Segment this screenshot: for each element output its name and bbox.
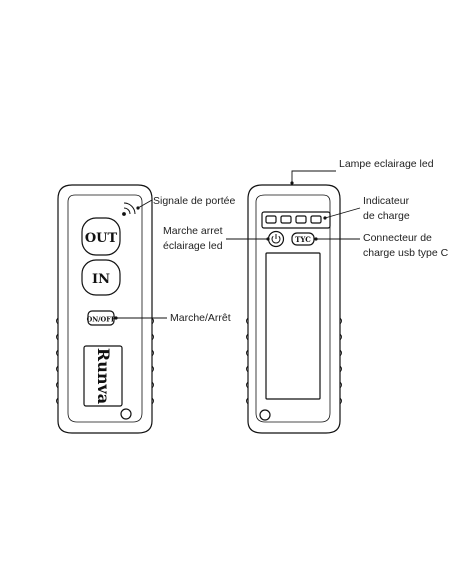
charge-indicator <box>261 211 331 229</box>
in-button[interactable]: IN <box>81 259 121 296</box>
charge-indicator-label-line1: Indicateur <box>363 195 410 207</box>
front-lanyard-hole <box>120 408 132 420</box>
in-button-label: IN <box>92 272 110 287</box>
back-remote-body <box>247 184 341 434</box>
brand-panel: Runva <box>83 345 123 407</box>
back-remote: TYC <box>246 184 342 434</box>
usb-connector-label-line2: charge usb type C <box>363 247 449 259</box>
front-remote-body <box>57 184 153 434</box>
led-switch-label-line2: éclairage led <box>163 240 223 252</box>
led-power-button[interactable] <box>267 230 285 248</box>
usb-c-port: TYC <box>291 232 315 246</box>
back-lanyard-hole <box>259 409 271 421</box>
charge-indicator-label-line2: de charge <box>363 210 410 222</box>
led-lamp-label: Lampe eclairage led <box>339 158 434 170</box>
signal-icon <box>122 202 136 216</box>
led-lamp-panel <box>265 252 321 400</box>
out-button[interactable]: OUT <box>81 217 121 256</box>
brand-logo: Runva <box>94 348 113 404</box>
back-grip-bumps <box>246 317 342 405</box>
power-icon <box>271 234 281 244</box>
out-button-label: OUT <box>85 231 118 246</box>
front-remote: OUT IN ON/OFF Runva <box>56 184 154 434</box>
on-off-button[interactable]: ON/OFF <box>87 310 116 326</box>
signal-range-label: Signale de portée <box>153 195 236 207</box>
marche-arret-label: Marche/Arrêt <box>170 312 231 324</box>
callouts <box>114 170 361 320</box>
led-switch-label-line1: Marche arret <box>163 225 223 237</box>
on-off-button-label: ON/OFF <box>87 316 116 324</box>
back-remote-inner-outline <box>255 194 331 423</box>
usb-c-port-label: TYC <box>295 235 311 244</box>
front-grip-bumps <box>56 317 154 405</box>
front-remote-inner-outline <box>67 194 143 423</box>
usb-connector-label-line1: Connecteur de <box>363 232 432 244</box>
